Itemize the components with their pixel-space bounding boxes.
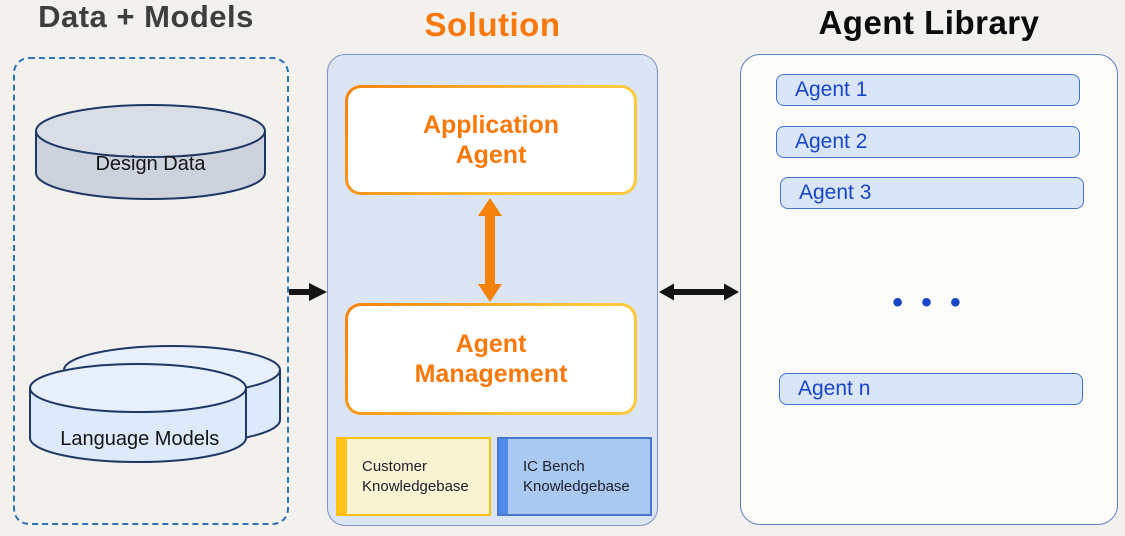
application-agent-label: Application Agent (422, 110, 560, 170)
agent-n-item: Agent n (779, 373, 1083, 405)
data-models-title: Data + Models (38, 0, 254, 34)
agent-library-title: Agent Library (818, 4, 1040, 41)
customer-knowledgebase-label: Customer Knowledgebase (362, 458, 469, 495)
language-models-cylinders: Language Models (28, 344, 282, 480)
data-models-container (13, 57, 289, 525)
stacked-database-cylinder-icon (29, 345, 281, 463)
agent-1-item: Agent 1 (776, 74, 1080, 106)
ic-bench-knowledgebase-box: IC Bench Knowledgebase (497, 437, 652, 516)
yellow-accent-stripe (338, 439, 347, 514)
design-data-cylinder: Design Data (33, 103, 268, 203)
agent-2-label: Agent 2 (795, 130, 868, 153)
right-arrow-icon (289, 283, 327, 301)
blue-accent-stripe (499, 439, 508, 514)
agent-3-label: Agent 3 (799, 181, 872, 204)
database-cylinder-icon (35, 104, 266, 200)
ic-bench-knowledgebase-label: IC Bench Knowledgebase (523, 458, 630, 495)
double-arrow-icon (659, 283, 739, 301)
application-agent-box: Application Agent (345, 85, 637, 195)
agent-management-box: Agent Management (345, 303, 637, 415)
agent-3-item: Agent 3 (780, 177, 1084, 209)
design-data-label: Design Data (95, 153, 206, 175)
agent-2-item: Agent 2 (776, 126, 1080, 158)
customer-knowledgebase-box: Customer Knowledgebase (336, 437, 491, 516)
agents-ellipsis: • • • (892, 286, 966, 319)
agent-1-label: Agent 1 (795, 78, 868, 101)
agent-n-label: Agent n (798, 377, 871, 400)
agent-management-label: Agent Management (414, 329, 568, 389)
language-models-label: Language Models (60, 428, 220, 450)
vertical-double-arrow-icon (478, 198, 502, 302)
solution-title: Solution (424, 6, 561, 43)
